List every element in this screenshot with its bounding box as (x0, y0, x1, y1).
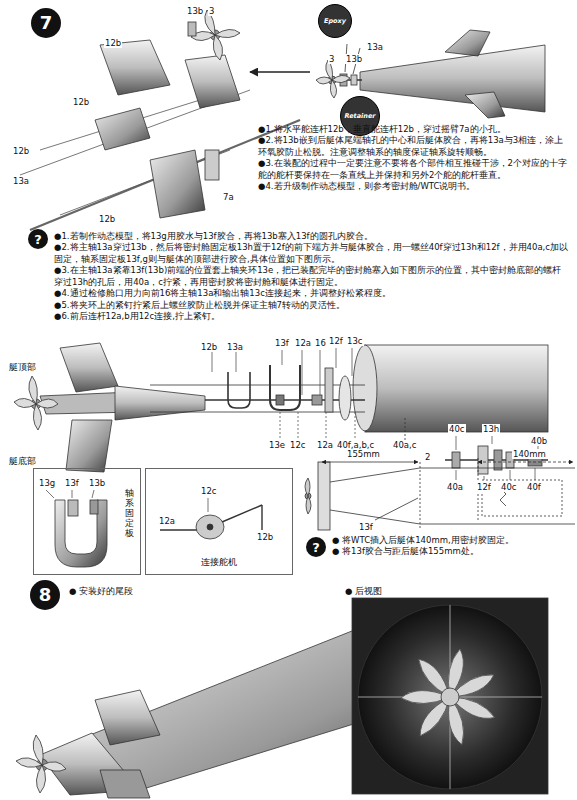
part-label: 40a,c (392, 440, 417, 450)
part-label: 12a (294, 338, 312, 348)
part-label: 13g (38, 478, 56, 488)
part-label: 12b (104, 38, 122, 48)
part-label: 13b (88, 478, 106, 488)
part-label: 13a (226, 342, 244, 352)
part-label: 艇底部 (8, 456, 37, 466)
part-label: 13h (482, 424, 500, 434)
part-label: 13b (345, 54, 363, 64)
step-label: 8 (39, 586, 52, 604)
part-label: ● 后视图 (344, 586, 383, 596)
part-label: 12b (12, 146, 30, 156)
part-label: 12c (289, 440, 307, 450)
panel-title: 轴系固定板 (125, 489, 134, 538)
instruction-text: ●6.前后连杆12a,b用12c连接,拧上紧钉。 (54, 311, 570, 322)
part-label: 3 (208, 6, 215, 16)
part-label: 2 (424, 452, 431, 462)
part-label: 13a (366, 42, 384, 52)
panel-title: 连接舵机 (146, 556, 292, 569)
panel-title: Epoxy (324, 18, 346, 25)
part-label: 3 (328, 54, 335, 64)
part-label: 12f (476, 482, 492, 492)
instruction-text: ●1.将水平舵连杆12b，垂直舵连杆12b，穿过摇臂7a的小孔。 (258, 124, 570, 135)
instruction-text: ●2.将主轴13a穿过13b，然后将密封舱固定板13h置于12f的前下端方并与艇… (54, 242, 570, 265)
part-label: ● 安装好的尾段 (68, 586, 134, 596)
part-label: 12c (200, 486, 218, 496)
instruction-text: ● 将13f胶合与距后艇体155mm处。 (332, 546, 570, 557)
part-label: 12f (328, 336, 344, 346)
part-label: 40c (448, 424, 466, 434)
step-number: 7 (31, 8, 61, 38)
part-label: 13f (274, 338, 290, 348)
part-label: 12a (316, 440, 334, 450)
part-label: 40b (530, 436, 548, 446)
part-label: 140mm (512, 449, 547, 459)
instruction-text: ●4.通过检修舱口用力向前16将主轴13a和输出轴13c连接起来，并调整好松紧程… (54, 288, 570, 299)
instruction-text: ● 将WTC插入后艇体140mm,用密封胶固定。 (332, 535, 570, 546)
part-label: 12b (256, 532, 274, 542)
question-mark: ? (28, 229, 48, 249)
step-label: ? (34, 233, 42, 246)
part-label: 13f (64, 478, 80, 488)
part-label: 13c (346, 336, 364, 346)
part-label: 40c (500, 482, 518, 492)
part-label: 13a (12, 176, 30, 186)
instruction-text: ●4.若升级制作动态模型，则参考密封舱/WTC说明书。 (258, 181, 570, 192)
part-label: 155mm (346, 449, 381, 459)
text-block: ●1.若制作动态模型，将13g用胶水与13f胶合，再将13b塞入13f的圆孔内胶… (54, 231, 570, 323)
part-label: 12a (158, 516, 176, 526)
text-block: ● 将WTC插入后艇体140mm,用密封胶固定。● 将13f胶合与距后艇体155… (332, 535, 570, 558)
part-label: 艇顶部 (8, 362, 37, 372)
instruction-text: ●5.将夹环上的紧钉拧紧后上螺丝胶防止松脱并保证主轴7转动的灵活性。 (54, 300, 570, 311)
part-label: 12b (98, 214, 116, 224)
adhesive-bubble: Epoxy (318, 4, 352, 38)
step-number: 8 (30, 580, 60, 610)
panel-title: Retainer (344, 113, 375, 120)
instruction-text: ●2.将13b嵌到后艇体尾端轴孔的中心和后艇体胶合，再将13a与3相连，涂上环氧… (258, 135, 570, 158)
part-label: 13e (268, 440, 286, 450)
part-label: 7a (222, 192, 235, 202)
part-label: 12b (200, 342, 218, 352)
part-label: 40a (446, 482, 464, 492)
part-label: 12b (72, 97, 90, 107)
text-block: ●1.将水平舵连杆12b，垂直舵连杆12b，穿过摇臂7a的小孔。●2.将13b嵌… (258, 124, 570, 193)
question-mark: ? (306, 537, 326, 557)
part-label: 16 (314, 338, 327, 348)
part-label: 40f (526, 482, 542, 492)
instruction-text: ●1.若制作动态模型，将13g用胶水与13f胶合，再将13b塞入13f的圆孔内胶… (54, 231, 570, 242)
step-label: 7 (40, 14, 53, 32)
part-label: 13f (358, 522, 374, 532)
part-label: 13b (186, 6, 204, 16)
instruction-text: ●3.在主轴13a紧靠13f(13b)前端的位置套上轴夹环13e，把已装配完毕的… (54, 265, 570, 288)
instruction-text: ●3.在装配的过程中一定要注意不要将各个部件相互推碰干涉，2个对应的十字舵的舵杆… (258, 158, 570, 181)
step-label: ? (312, 541, 320, 554)
